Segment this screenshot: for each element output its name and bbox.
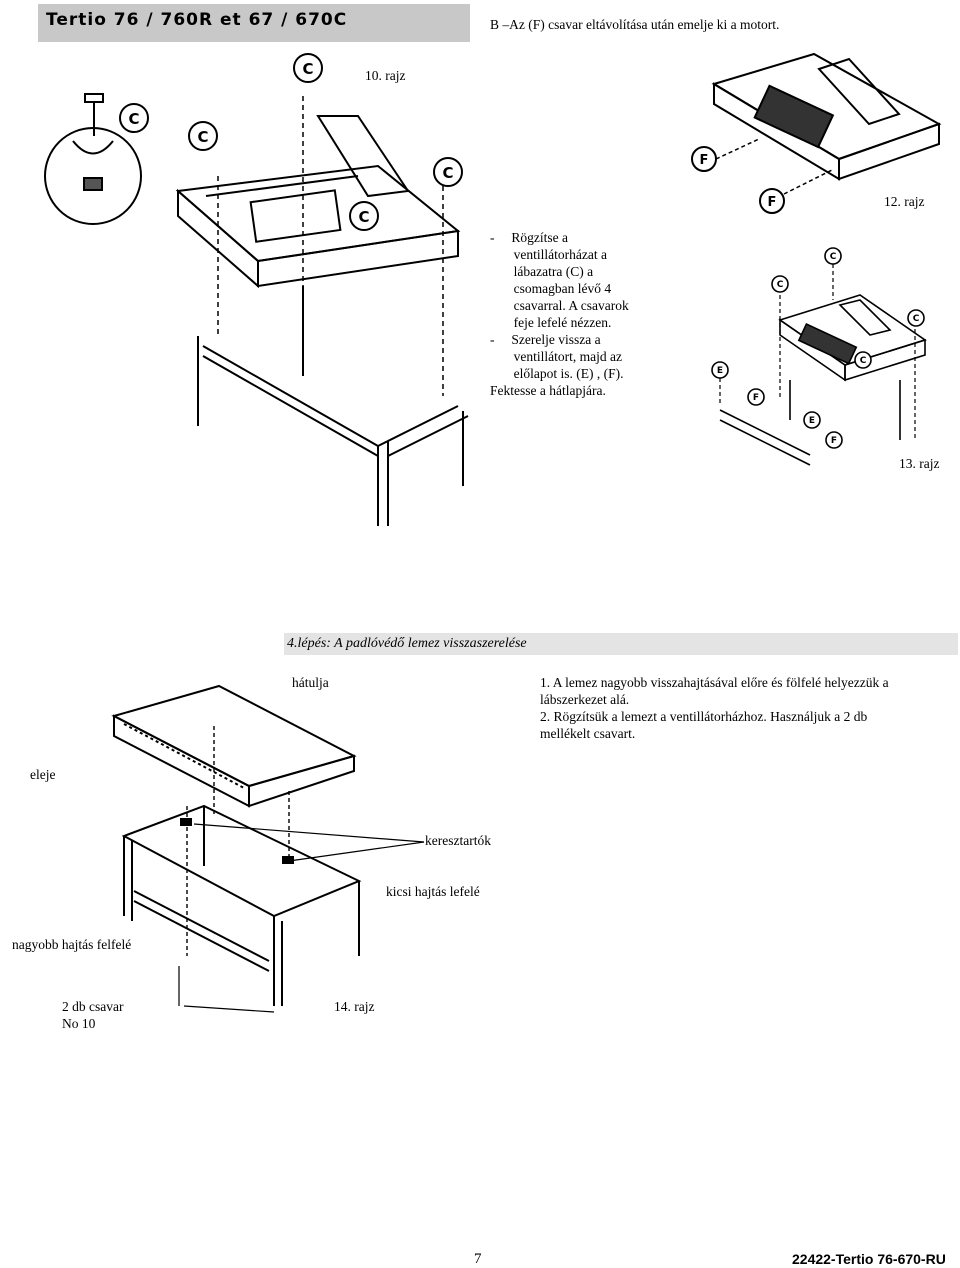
label-back: hátulja bbox=[292, 675, 329, 690]
header-bar bbox=[38, 4, 470, 42]
step4-text-line: lábszerkezet alá. bbox=[540, 692, 630, 707]
callout-c-a: C bbox=[777, 280, 784, 290]
label-small-fold: kicsi hajtás lefelé bbox=[386, 884, 480, 899]
instruction-line: feje lefelé nézzen. bbox=[490, 315, 612, 330]
document-code: 22422-Tertio 76-670-RU bbox=[792, 1251, 946, 1267]
figure-14-drawing bbox=[111, 684, 425, 1013]
intro-text: B –Az (F) csavar eltávolítása után emelj… bbox=[490, 17, 780, 32]
callout-c-b: C bbox=[830, 252, 837, 262]
callout-c-5: C bbox=[358, 208, 369, 226]
figure-14 bbox=[4, 666, 522, 1034]
figure-14-caption: 14. rajz bbox=[334, 999, 375, 1014]
callout-f-b: F bbox=[831, 436, 837, 446]
label-front: eleje bbox=[30, 767, 56, 782]
instruction-line: csavarral. A csavarok bbox=[490, 298, 629, 313]
callout-c-1: C bbox=[302, 60, 313, 78]
page-number: 7 bbox=[474, 1251, 482, 1267]
figure-12-drawing: F F bbox=[691, 52, 942, 214]
callout-c-c: C bbox=[913, 314, 920, 324]
callout-e-a: E bbox=[717, 366, 723, 376]
figure-13-caption: 13. rajz bbox=[899, 456, 940, 471]
callout-e-b: E bbox=[809, 416, 815, 426]
callout-c-4: C bbox=[442, 164, 453, 182]
step4-text-line: mellékelt csavart. bbox=[540, 726, 636, 741]
step4-text-line: 1. A lemez nagyobb visszahajtásával előr… bbox=[540, 675, 889, 690]
figure-12-caption: 12. rajz bbox=[884, 194, 925, 209]
figure-10: C C C C C bbox=[38, 46, 478, 572]
step4-text: 1. A lemez nagyobb visszahajtásával előr… bbox=[540, 674, 889, 742]
step4-text-line: 2. Rögzítsük a lemezt a ventillátorházho… bbox=[540, 709, 868, 724]
document-title: Tertio 76 / 760R et 67 / 670C bbox=[46, 10, 348, 30]
instruction-line: ventillátorházat a bbox=[490, 247, 607, 262]
callout-f-2: F bbox=[768, 195, 777, 210]
callout-f-a: F bbox=[753, 393, 759, 403]
callout-c-2: C bbox=[128, 110, 139, 128]
callout-c-3: C bbox=[197, 128, 208, 146]
figure-10-caption: 10. rajz bbox=[365, 68, 406, 83]
callout-f-1: F bbox=[700, 153, 709, 168]
step4-title: 4.lépés: A padlóvédő lemez visszaszerelé… bbox=[287, 636, 527, 651]
figure-13-drawing: C C C C E E F F bbox=[711, 247, 927, 466]
instructions-block: - Rögzítse a ventillátorházat a lábazatr… bbox=[490, 229, 629, 399]
instruction-line: - Rögzítse a bbox=[490, 230, 568, 245]
figure-13: C C C C E E F F bbox=[700, 240, 956, 468]
instruction-line: Fektesse a hátlapjára. bbox=[490, 383, 606, 398]
label-crossbars: keresztartók bbox=[425, 833, 491, 848]
instruction-line: lábazatra (C) a bbox=[490, 264, 594, 279]
step4-title-bar bbox=[284, 633, 958, 655]
instruction-line: - Szerelje vissza a bbox=[490, 332, 601, 347]
figure-12: F F bbox=[684, 44, 956, 216]
label-big-fold: nagyobb hajtás felfelé bbox=[12, 937, 132, 952]
label-screws-1: 2 db csavar bbox=[62, 999, 124, 1014]
label-screws-2: No 10 bbox=[62, 1016, 96, 1031]
instruction-line: ventillátort, majd az bbox=[490, 349, 622, 364]
figure-10-drawing: C C C C C bbox=[44, 53, 469, 526]
callout-c-d: C bbox=[860, 356, 867, 366]
instruction-line: előlapot is. (E) , (F). bbox=[490, 366, 624, 381]
instruction-line: csomagban lévő 4 bbox=[490, 281, 612, 296]
